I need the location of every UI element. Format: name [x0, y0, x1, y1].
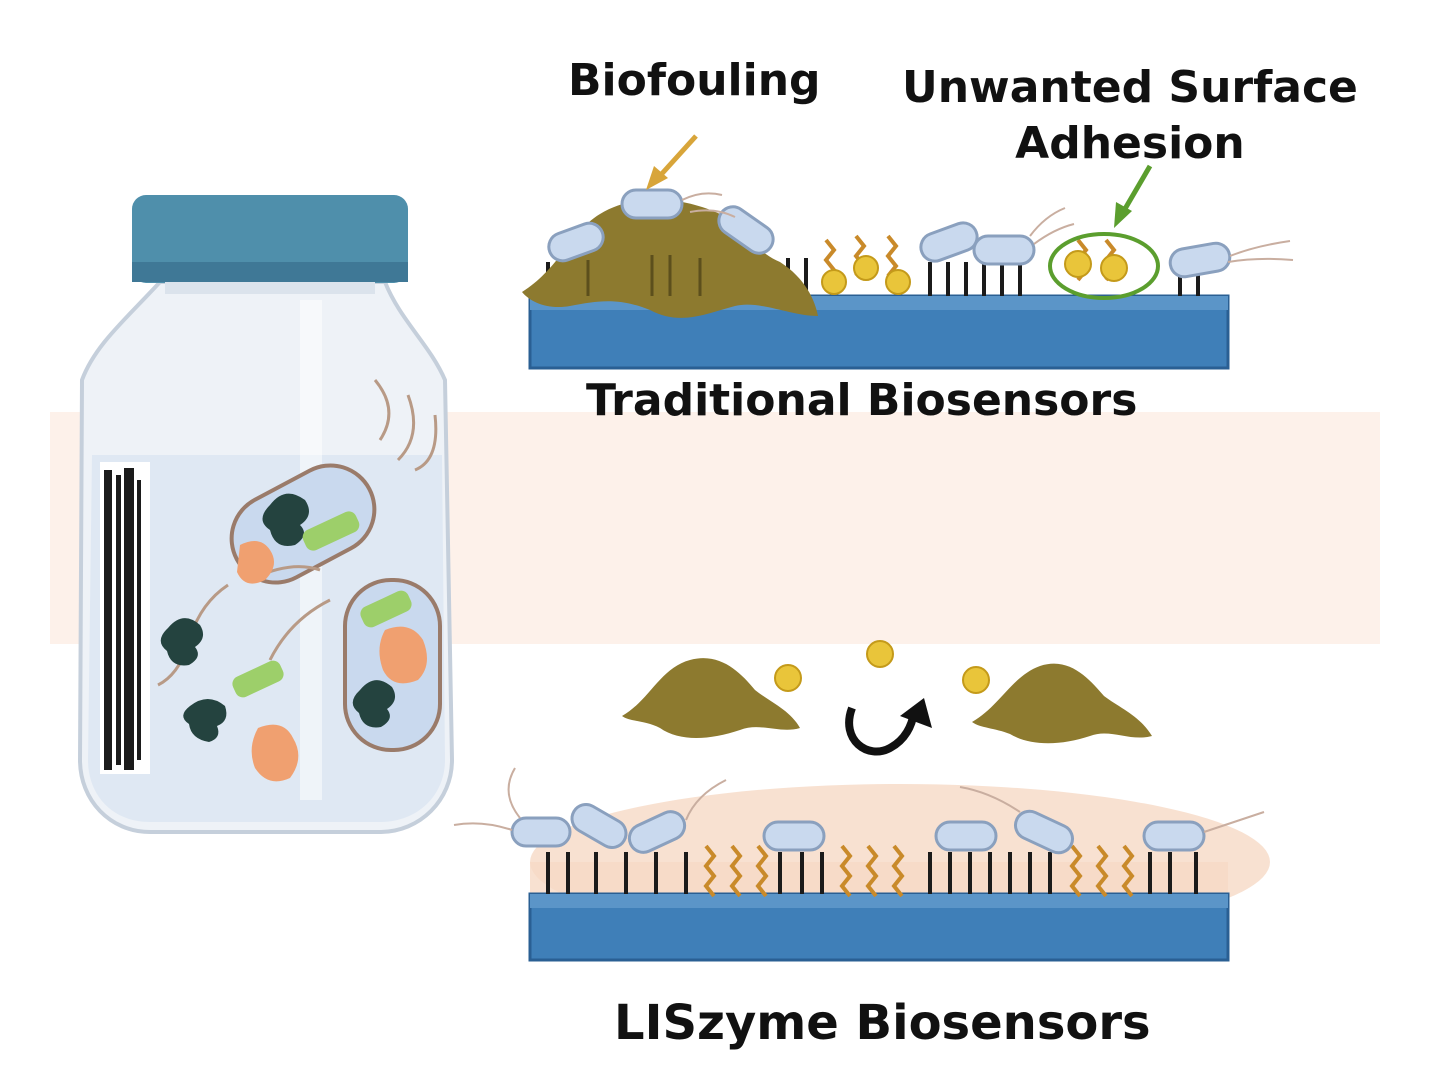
bacterium-icon [510, 803, 1206, 855]
biofouling-arrow [646, 134, 698, 190]
bottle-cap [132, 195, 408, 283]
particle-icon [866, 640, 894, 668]
biofouling-label: Biofouling [568, 55, 821, 106]
particle-icon [821, 250, 1128, 295]
electrode-icon [528, 294, 1230, 370]
liszyme-biosensors-label: LISzyme Biosensors [614, 995, 1151, 1051]
traditional-biosensors-label: Traditional Biosensors [586, 375, 1138, 426]
adhesion-arrow [1114, 164, 1153, 228]
unwanted-label-line2: Adhesion [1015, 118, 1245, 169]
particle-icon [774, 664, 802, 692]
biofilm-blob-icon [972, 663, 1152, 744]
enzyme-icon [232, 511, 412, 698]
released-biofilm [622, 640, 1152, 744]
zigzag-linker [703, 844, 1135, 898]
unwanted-label-line1: Unwanted Surface [902, 62, 1358, 113]
barcode-label [104, 468, 141, 770]
biofilm-blob-icon [622, 658, 800, 738]
unwanted-surface-adhesion-label: Unwanted Surface Adhesion [902, 60, 1358, 172]
particle-icon [962, 666, 990, 694]
electrode-icon [528, 892, 1230, 962]
enzyme-icon [237, 541, 427, 782]
adhesion-highlight [1048, 232, 1160, 300]
surface-probes [546, 852, 1198, 894]
recycle-arrow-icon [845, 698, 932, 756]
bacterium-icon [547, 188, 1232, 279]
enzyme-icon [160, 493, 396, 742]
